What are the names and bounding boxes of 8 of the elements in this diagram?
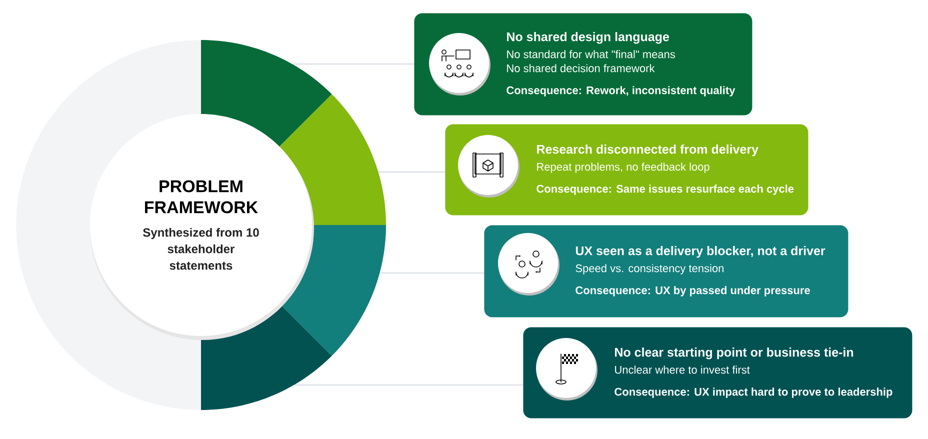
leader-line — [294, 384, 524, 386]
problem-card: UX seen as a delivery blocker, not a driver Speed vs. consistency tension Consequence: UX by passed under pressure — [484, 225, 848, 318]
donut-segment — [201, 40, 332, 148]
problem-card: No shared design language No standard for what "final" means No shared decision framework Consequence: Rework, inconsistent quality — [414, 13, 752, 116]
problem-card: No clear starting point or business tie-in Unclear where to invest first Consequence: UX impact hard to prove to leadership — [523, 327, 912, 418]
leader-line — [379, 272, 484, 274]
donut-segment — [278, 94, 386, 225]
problem-card: Research disconnected from delivery Repeat problems, no feedback loop Consequence: Same issues resurface each cycle — [445, 124, 808, 216]
